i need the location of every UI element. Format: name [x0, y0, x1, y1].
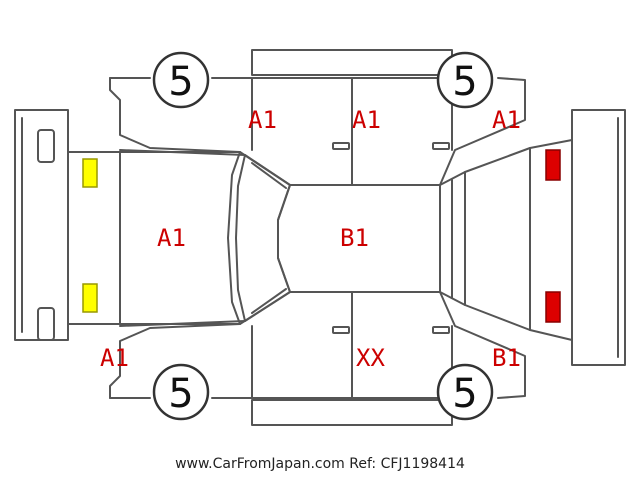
tire-front-right: 5: [152, 363, 210, 421]
footer-site: www.CarFromJapan.com: [175, 456, 345, 472]
tire-rear-left: 5: [436, 51, 494, 109]
tire-rear-right-label: 5: [452, 371, 477, 417]
footer-watermark: www.CarFromJapan.com Ref: CFJ1198414: [0, 456, 640, 472]
footer-ref: Ref: CFJ1198414: [349, 456, 465, 472]
code-front-right-bumper: A1: [100, 344, 129, 372]
code-rear-right-fender: B1: [492, 344, 521, 372]
headlight-right-marker-icon: [82, 283, 98, 313]
taillight-right-marker-icon: [545, 291, 561, 323]
code-rear-right-door: XX: [356, 344, 385, 372]
tire-front-right-label: 5: [168, 371, 193, 417]
code-rear-left-fender: A1: [492, 106, 521, 134]
code-front-left-door: A1: [352, 106, 381, 134]
tire-rear-right: 5: [436, 363, 494, 421]
taillight-left-marker-icon: [545, 149, 561, 181]
windshield: [235, 154, 291, 322]
code-front-left-fender: A1: [248, 106, 277, 134]
headlight-left-marker-icon: [82, 158, 98, 188]
code-hood: A1: [157, 224, 186, 252]
code-roof: B1: [340, 224, 369, 252]
rear-bumper-panel: [571, 109, 626, 366]
front-bumper-panel: [14, 109, 69, 341]
right-side-skirt: [251, 399, 453, 426]
tire-rear-left-label: 5: [452, 59, 477, 105]
tire-front-left-label: 5: [168, 59, 193, 105]
tire-front-left: 5: [152, 51, 210, 109]
rear-hatch: [439, 139, 573, 341]
hood-panel: [67, 151, 241, 325]
left-side-skirt: [251, 49, 453, 76]
